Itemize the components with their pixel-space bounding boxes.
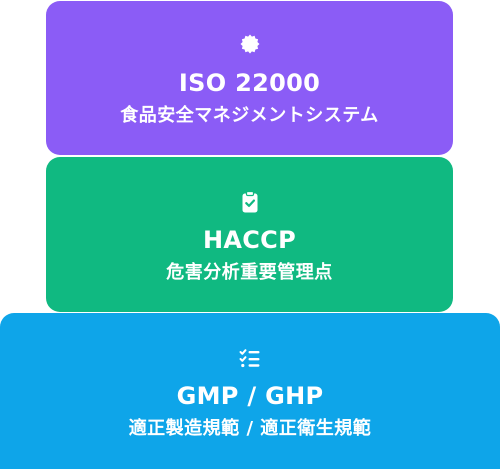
tier-title: HACCP [203, 225, 296, 254]
tier-subtitle: 危害分析重要管理点 [166, 261, 333, 283]
tier-subtitle: 適正製造規範 / 適正衛生規範 [128, 418, 372, 439]
tier-subtitle: 食品安全マネジメントシステム [120, 105, 379, 126]
checklist-icon [238, 346, 262, 370]
tier-title: GMP / GHP [176, 382, 324, 410]
badge-icon [238, 33, 262, 57]
tier-gmp-ghp: GMP / GHP 適正製造規範 / 適正衛生規範 [0, 313, 500, 469]
tier-iso22000: ISO 22000 食品安全マネジメントシステム [46, 1, 453, 155]
tier-haccp: HACCP 危害分析重要管理点 [46, 157, 453, 312]
tier-title: ISO 22000 [178, 69, 321, 97]
clipboard-check-icon [238, 190, 262, 214]
